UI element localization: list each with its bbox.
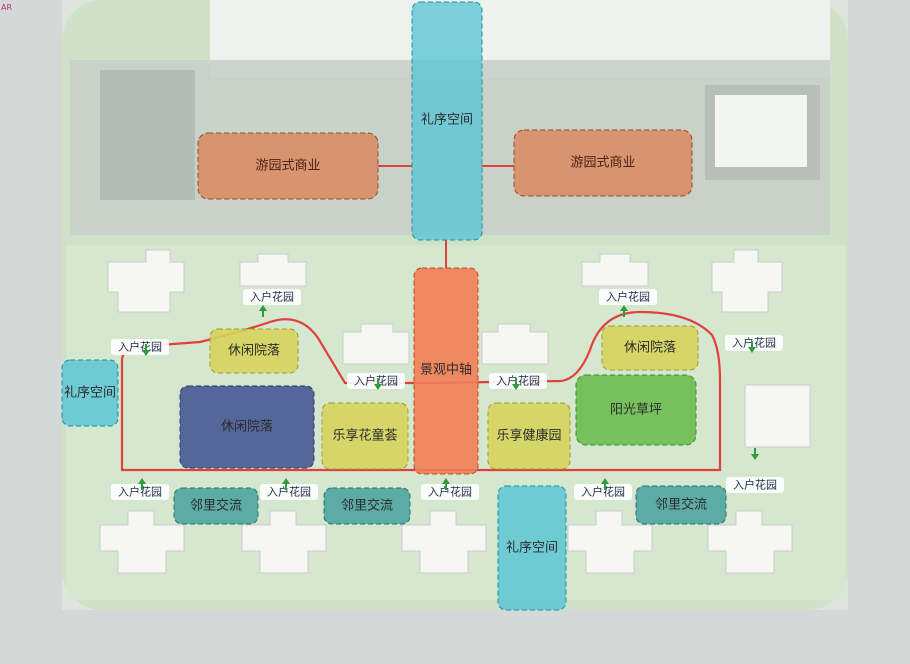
entrance-tag-bg-11 xyxy=(726,477,784,493)
label-commerce-left: 游园式商业 xyxy=(255,159,320,174)
entrance-garden-label-3: 入户花园 xyxy=(118,340,162,354)
label-leisure-left-big: 休闲院落 xyxy=(221,420,273,435)
entrance-tag-bg-10 xyxy=(574,484,632,500)
building-e-pavilion xyxy=(744,384,811,448)
building-s5 xyxy=(707,510,793,574)
entrance-garden-label-1: 入户花园 xyxy=(250,290,294,304)
zone-commerce-right xyxy=(513,129,693,197)
entrance-arrow-icon-8 xyxy=(282,478,290,490)
zone-ceremony-bottom xyxy=(497,485,567,611)
building-ne1 xyxy=(711,249,783,313)
entrance-arrow-icon-11 xyxy=(751,448,759,460)
entrance-gardens: 入户花园入户花园入户花园入户花园入户花园入户花园入户花园入户花园入户花园入户花园… xyxy=(111,289,784,500)
building-s3 xyxy=(401,510,487,574)
residential-buildings xyxy=(99,249,811,574)
zone-ceremony-top xyxy=(411,1,483,241)
entrance-garden-label-7: 入户花园 xyxy=(118,485,162,499)
building-nw1 xyxy=(107,249,185,313)
building-s4 xyxy=(567,510,653,574)
entrance-tag-bg-3 xyxy=(111,339,169,355)
entrance-tag-bg-5 xyxy=(347,373,405,389)
entrance-tag-bg-8 xyxy=(260,484,318,500)
building-n1 xyxy=(239,253,307,287)
north-building-roof xyxy=(715,95,807,167)
label-ceremony-left: 礼序空间 xyxy=(64,385,116,401)
watermark-text: AR xyxy=(1,3,12,12)
label-sunny-lawn: 阳光草坪 xyxy=(610,403,662,418)
entrance-garden-label-5: 入户花园 xyxy=(354,374,398,388)
label-kids-garden: 乐享花童荟 xyxy=(332,428,397,444)
label-neighbor-1: 邻里交流 xyxy=(190,498,242,514)
zone-neighbor-1 xyxy=(173,487,259,525)
entrance-arrow-icon-7 xyxy=(138,478,146,490)
entrance-tag-bg-2 xyxy=(599,289,657,305)
building-c1 xyxy=(342,323,410,365)
label-ceremony-bottom: 礼序空间 xyxy=(506,540,558,556)
label-landscape-axis: 景观中轴 xyxy=(420,363,472,378)
label-health-garden: 乐享健康园 xyxy=(496,428,561,444)
building-s1 xyxy=(99,510,185,574)
entrance-arrow-icon-10 xyxy=(601,478,609,490)
label-ceremony-top: 礼序空间 xyxy=(421,112,473,128)
label-neighbor-2: 邻里交流 xyxy=(341,498,393,514)
zone-ceremony-left xyxy=(61,359,119,427)
entrance-garden-label-8: 入户花园 xyxy=(267,485,311,499)
label-leisure-left-small: 休闲院落 xyxy=(228,344,280,359)
entrance-arrow-icon-6 xyxy=(512,378,520,390)
label-leisure-right: 休闲院落 xyxy=(624,341,676,356)
entrance-garden-label-6: 入户花园 xyxy=(496,374,540,388)
entrance-garden-label-11: 入户花园 xyxy=(733,478,777,492)
zone-kids-garden xyxy=(321,402,409,470)
entrance-garden-label-9: 入户花园 xyxy=(428,485,472,499)
entrance-arrow-icon-9 xyxy=(442,478,450,490)
entrance-arrow-icon-4 xyxy=(748,341,756,353)
entrance-tag-bg-9 xyxy=(421,484,479,500)
entrance-arrow-icon-3 xyxy=(142,344,150,356)
zone-commerce-left xyxy=(197,132,379,200)
zone-sunny-lawn xyxy=(575,374,697,446)
label-commerce-right: 游园式商业 xyxy=(570,156,635,171)
building-n2 xyxy=(581,253,649,287)
entrance-tag-bg-6 xyxy=(489,373,547,389)
entrance-garden-label-4: 入户花园 xyxy=(732,336,776,350)
zone-neighbor-3 xyxy=(635,485,727,525)
entrance-arrow-icon-5 xyxy=(374,378,382,390)
left-road xyxy=(0,0,62,664)
entrance-arrow-icon-2 xyxy=(620,305,628,317)
zones: 礼序空间 游园式商业 游园式商业 景观中轴 礼序空间 礼序空间 休闲院落 休闲院… xyxy=(61,1,727,611)
zone-landscape-axis xyxy=(413,267,479,475)
zone-neighbor-2 xyxy=(323,487,411,525)
circulation-route xyxy=(120,310,722,472)
entrance-garden-label-2: 入户花园 xyxy=(606,290,650,304)
entrance-tag-bg-4 xyxy=(725,335,783,351)
zone-health-garden xyxy=(487,402,571,470)
zone-leisure-left-small xyxy=(209,328,299,374)
entrance-tag-bg-1 xyxy=(243,289,301,305)
entrance-tag-bg-7 xyxy=(111,484,169,500)
right-road xyxy=(848,0,910,664)
entrance-arrow-icon-1 xyxy=(259,305,267,317)
west-building xyxy=(100,70,195,200)
bottom-road xyxy=(0,610,910,664)
entrance-garden-label-10: 入户花园 xyxy=(581,485,625,499)
zone-leisure-right xyxy=(601,325,699,371)
building-c2 xyxy=(481,323,549,365)
label-neighbor-3: 邻里交流 xyxy=(655,497,707,513)
building-s2 xyxy=(241,510,327,574)
zone-leisure-left-big xyxy=(179,385,315,469)
